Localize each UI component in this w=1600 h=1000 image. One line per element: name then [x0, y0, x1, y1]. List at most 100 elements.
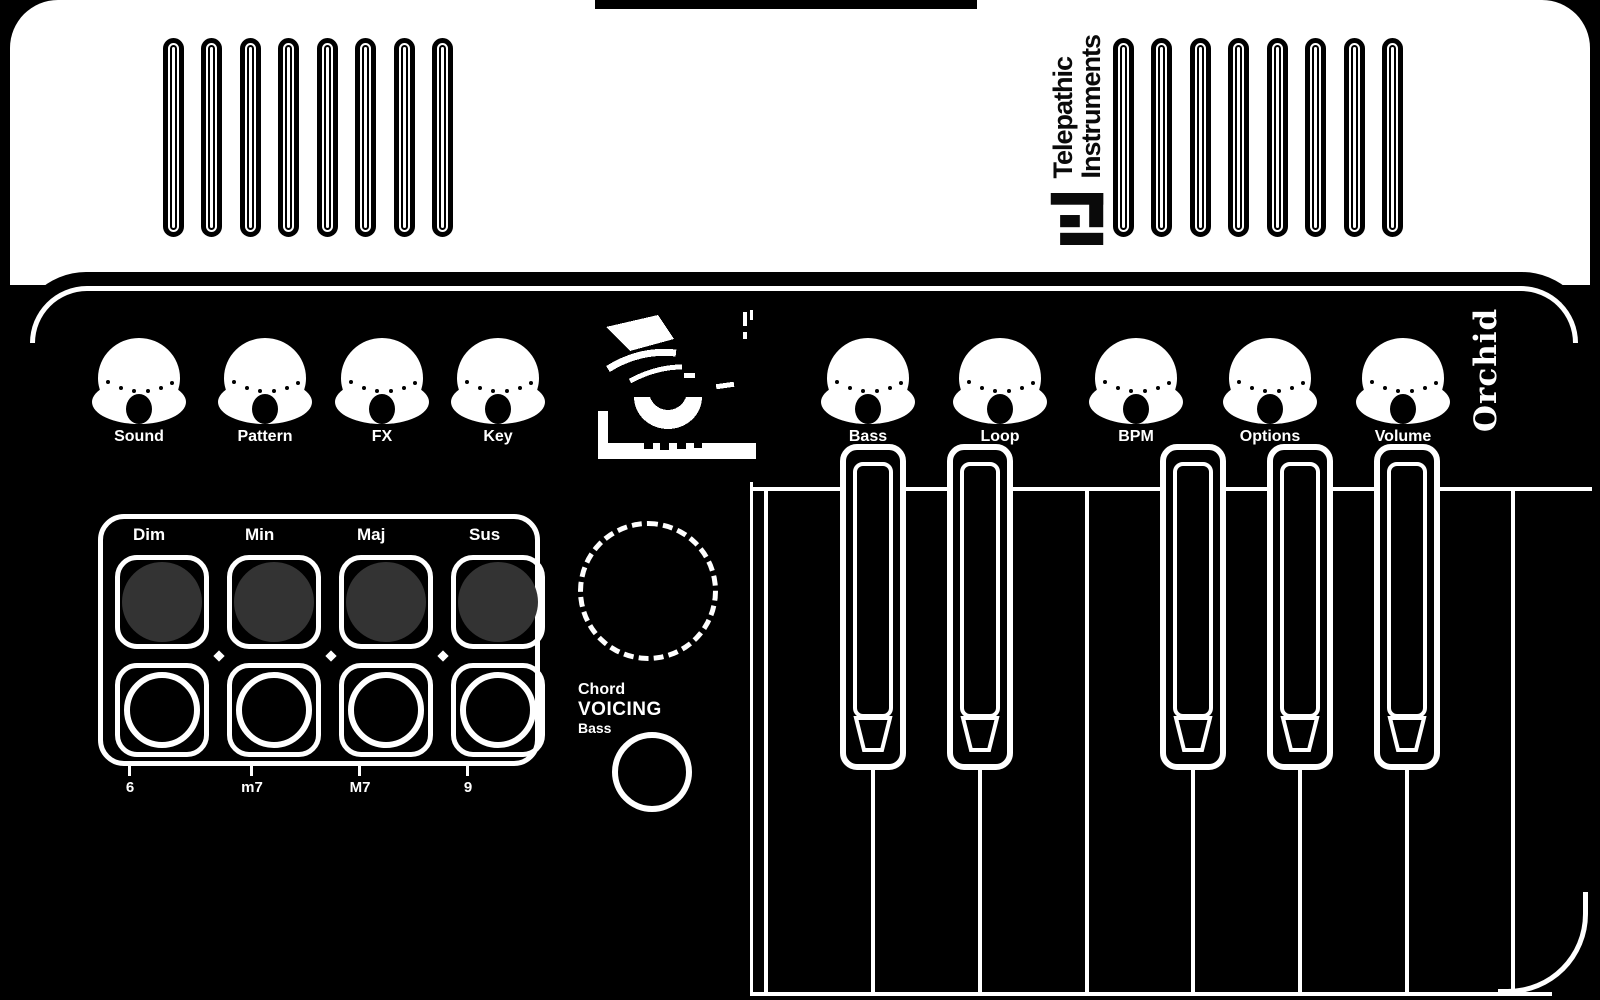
knob-tick-dots	[349, 380, 353, 384]
vent-slot	[1113, 38, 1134, 237]
chord-pad[interactable]	[227, 555, 321, 649]
knob-label: Bass	[848, 428, 888, 445]
encoder-push-button[interactable]	[612, 732, 692, 812]
knob-tick-dots	[1370, 380, 1374, 384]
knob-cap[interactable]	[821, 338, 915, 424]
knob-indicator	[485, 394, 511, 424]
extension-label-M7: M7	[338, 766, 382, 796]
knob-tick-dots	[106, 380, 110, 384]
pad-surface-active[interactable]	[234, 562, 314, 642]
pad-column-label-dim: Dim	[133, 525, 166, 544]
knob-fx[interactable]: FX	[332, 338, 432, 446]
knob-indicator	[252, 394, 278, 424]
brand-name: Telepathic Instruments	[1048, 35, 1106, 179]
black-key-outline	[947, 444, 1013, 774]
extension-label-m7: m7	[230, 766, 274, 796]
vent-slot	[240, 38, 261, 237]
knob-indicator	[369, 394, 395, 424]
white-key-divider	[1298, 770, 1302, 996]
vent-slot	[1267, 38, 1288, 237]
knob-loop[interactable]: Loop	[950, 338, 1050, 446]
pad-surface-active[interactable]	[122, 562, 202, 642]
vent-slot	[1228, 38, 1249, 237]
pad-grid-plus-mark	[213, 650, 225, 662]
black-key-outline	[1160, 444, 1226, 774]
chord-pad[interactable]	[451, 555, 545, 649]
extension-label-9: 9	[446, 766, 490, 796]
knob-indicator	[1123, 394, 1149, 424]
knob-tick-dots	[1103, 380, 1107, 384]
knob-volume[interactable]: Volume	[1353, 338, 1453, 446]
brand-logo-mark-icon	[1050, 192, 1104, 245]
black-key[interactable]	[1267, 444, 1333, 774]
knob-sound[interactable]: Sound	[89, 338, 189, 446]
eye-graphic	[598, 307, 756, 459]
pad-surface-active[interactable]	[458, 562, 538, 642]
knob-indicator	[987, 394, 1013, 424]
chord-pad[interactable]	[115, 555, 209, 649]
black-key[interactable]	[840, 444, 906, 774]
knob-cap[interactable]	[953, 338, 1047, 424]
knob-indicator	[1390, 394, 1416, 424]
knob-key[interactable]: Key	[448, 338, 548, 446]
casing-top-notch	[595, 0, 977, 9]
black-key-outline	[1267, 444, 1333, 774]
encoder-mode-chord: Chord	[578, 681, 626, 698]
eye-display-screen	[598, 307, 756, 459]
keyboard-section-divider	[750, 482, 753, 996]
pad-surface-active[interactable]	[346, 562, 426, 642]
knob-cap[interactable]	[1223, 338, 1317, 424]
pad-column-label-sus: Sus	[469, 525, 501, 544]
knob-label: Sound	[114, 428, 164, 445]
vent-slot	[1151, 38, 1172, 237]
knob-tick-dots	[967, 380, 971, 384]
chord-pad-box: Dim Min Maj Sus	[98, 514, 545, 766]
knob-cap[interactable]	[218, 338, 312, 424]
white-key-divider	[1405, 770, 1409, 996]
white-key[interactable]	[1515, 490, 1588, 996]
white-key-divider	[1191, 770, 1195, 996]
product-name: Orchid	[1468, 307, 1504, 432]
voicing-encoder[interactable]	[578, 521, 718, 661]
extension-label-6: 6	[108, 766, 152, 796]
chord-pad[interactable]	[451, 663, 545, 757]
knob-pattern[interactable]: Pattern	[215, 338, 315, 446]
knob-options[interactable]: Options	[1220, 338, 1320, 446]
knob-tick-dots	[232, 380, 236, 384]
vent-slot	[1190, 38, 1211, 237]
knob-cap[interactable]	[335, 338, 429, 424]
knob-label: Volume	[1374, 428, 1432, 445]
brand-name-line2: Instruments	[1076, 35, 1106, 179]
encoder-mode-labels: Chord VOICING Bass	[578, 681, 698, 737]
vent-slot	[394, 38, 415, 237]
knob-cap[interactable]	[1089, 338, 1183, 424]
chord-pad[interactable]	[339, 555, 433, 649]
vent-slot	[163, 38, 184, 237]
knob-tick-dots	[835, 380, 839, 384]
vent-slot	[355, 38, 376, 237]
black-key[interactable]	[1160, 444, 1226, 774]
encoder-mode-voicing: VOICING	[578, 699, 662, 720]
black-key[interactable]	[947, 444, 1013, 774]
white-key-divider	[1085, 490, 1089, 996]
chord-pad[interactable]	[339, 663, 433, 757]
chord-pad[interactable]	[115, 663, 209, 757]
black-key[interactable]	[1374, 444, 1440, 774]
chord-pad[interactable]	[227, 663, 321, 757]
knob-tick-dots	[1237, 380, 1241, 384]
knob-cap[interactable]	[1356, 338, 1450, 424]
knob-cap[interactable]	[451, 338, 545, 424]
pad-surface[interactable]	[348, 672, 424, 748]
pad-surface[interactable]	[124, 672, 200, 748]
knob-label: Pattern	[237, 428, 293, 445]
vent-slot	[201, 38, 222, 237]
knob-label: Key	[483, 428, 513, 445]
pad-surface[interactable]	[236, 672, 312, 748]
knob-cap[interactable]	[92, 338, 186, 424]
brand-name-line1: Telepathic	[1048, 56, 1078, 179]
pad-surface[interactable]	[460, 672, 536, 748]
knob-bpm[interactable]: BPM	[1086, 338, 1186, 446]
knob-bass[interactable]: Bass	[818, 338, 918, 446]
pad-grid-plus-mark	[325, 650, 337, 662]
